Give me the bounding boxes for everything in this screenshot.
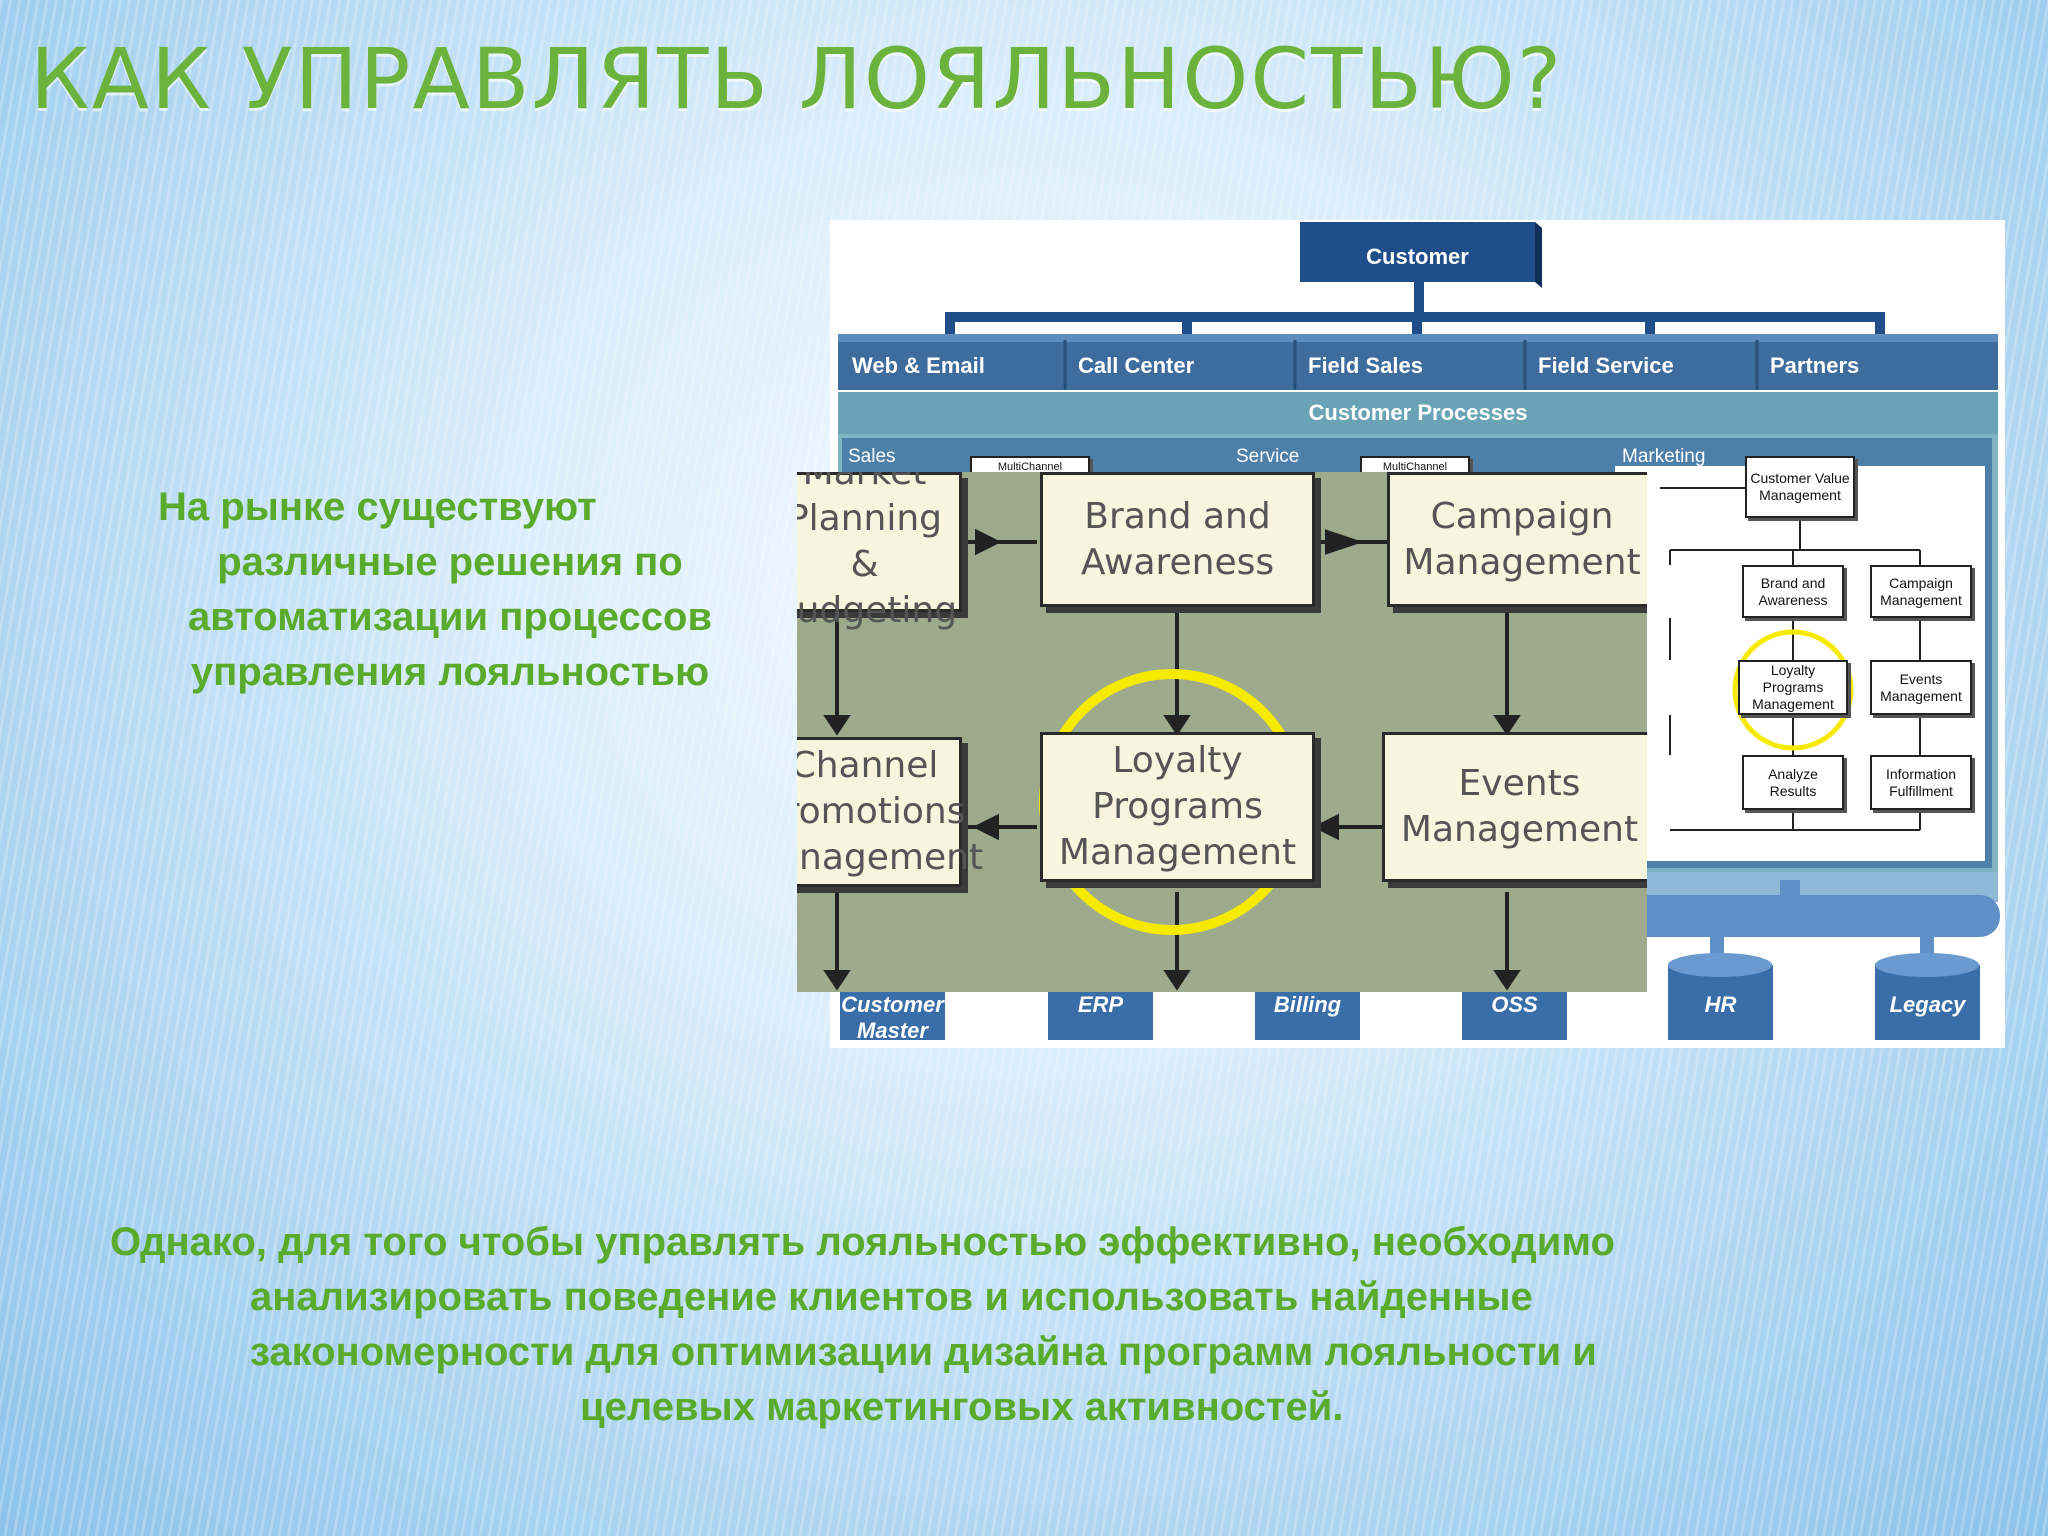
box-information-small: Information Fulfillment	[1870, 755, 1972, 810]
zoom-channel-3: Management	[797, 837, 984, 878]
channel-field-sales: Field Sales	[1308, 353, 1423, 378]
zoom-channel-1: Channel	[797, 745, 939, 786]
lead-line-1: На рынке существуют	[158, 485, 597, 529]
customer-node: Customer	[1366, 244, 1469, 269]
box-brand-small: Brand and Awareness	[1742, 565, 1844, 618]
zoom-loyalty-2: Programs	[1092, 786, 1263, 827]
box-loyalty-small: Loyalty Programs Management	[1738, 660, 1848, 715]
channel-call-center: Call Center	[1078, 353, 1195, 378]
box-campaign-small: Campaign Management	[1870, 565, 1972, 618]
zoom-loyalty-3: Management	[1058, 832, 1297, 873]
db-billing: Billing	[1273, 992, 1342, 1017]
zoom-market-2: Planning &	[797, 498, 943, 585]
lead-line-3: автоматизации процессов	[187, 595, 713, 639]
channel-partners: Partners	[1770, 353, 1860, 378]
group-service: Service	[1236, 446, 1300, 467]
zoom-campaign-2: Management	[1403, 541, 1641, 583]
zoom-brand-2: Awareness	[1080, 541, 1275, 583]
bottom-line-1: Однако, для того чтобы управлять лояльно…	[110, 1220, 1615, 1264]
lead-text: На рынке существуют различные решения по…	[130, 480, 770, 700]
zoom-market-1: Market	[802, 472, 927, 493]
zoom-campaign-1: Campaign	[1430, 495, 1614, 537]
db-legacy: Legacy	[1889, 992, 1966, 1017]
zoom-market-3: Budgeting	[797, 590, 958, 631]
group-marketing: Marketing	[1622, 446, 1706, 467]
db-customer-master: Customer Master	[841, 992, 944, 1043]
box-events-small: Events Management	[1870, 660, 1972, 715]
bottom-line-3: закономерности для оптимизации дизайна п…	[250, 1330, 1597, 1374]
bottom-line-2: анализировать поведение клиентов и испол…	[250, 1275, 1533, 1319]
db-erp: ERP	[1077, 992, 1124, 1017]
db-hr: HR	[1704, 992, 1737, 1017]
slide-title: КАК УПРАВЛЯТЬ ЛОЯЛЬНОСТЬЮ?	[30, 30, 1564, 128]
box-customer-value: Customer Value Management	[1745, 456, 1855, 518]
bottom-line-4: целевых маркетинговых активностей.	[580, 1385, 1344, 1429]
customer-processes-label: Customer Processes	[1308, 400, 1528, 425]
db-oss: OSS	[1491, 992, 1538, 1017]
zoom-brand-1: Brand and	[1084, 495, 1271, 537]
lead-line-4: управления лояльностью	[190, 650, 710, 694]
zoom-events-1: Events	[1458, 763, 1581, 804]
lead-line-2: различные решения по	[217, 540, 683, 584]
group-sales: Sales	[848, 446, 896, 467]
zoom-box-channel-promotions: ChannelPromotionsManagement	[797, 737, 983, 887]
zoom-loyalty-1: Loyalty	[1112, 740, 1243, 781]
channel-field-service: Field Service	[1538, 353, 1674, 378]
zoom-channel-2: Promotions	[797, 791, 966, 832]
zoom-events-2: Management	[1400, 809, 1639, 850]
bottom-text: Однако, для того чтобы управлять лояльно…	[90, 1215, 1950, 1435]
box-analyze-small: Analyze Results	[1742, 755, 1844, 810]
channel-web-email: Web & Email	[852, 353, 985, 378]
